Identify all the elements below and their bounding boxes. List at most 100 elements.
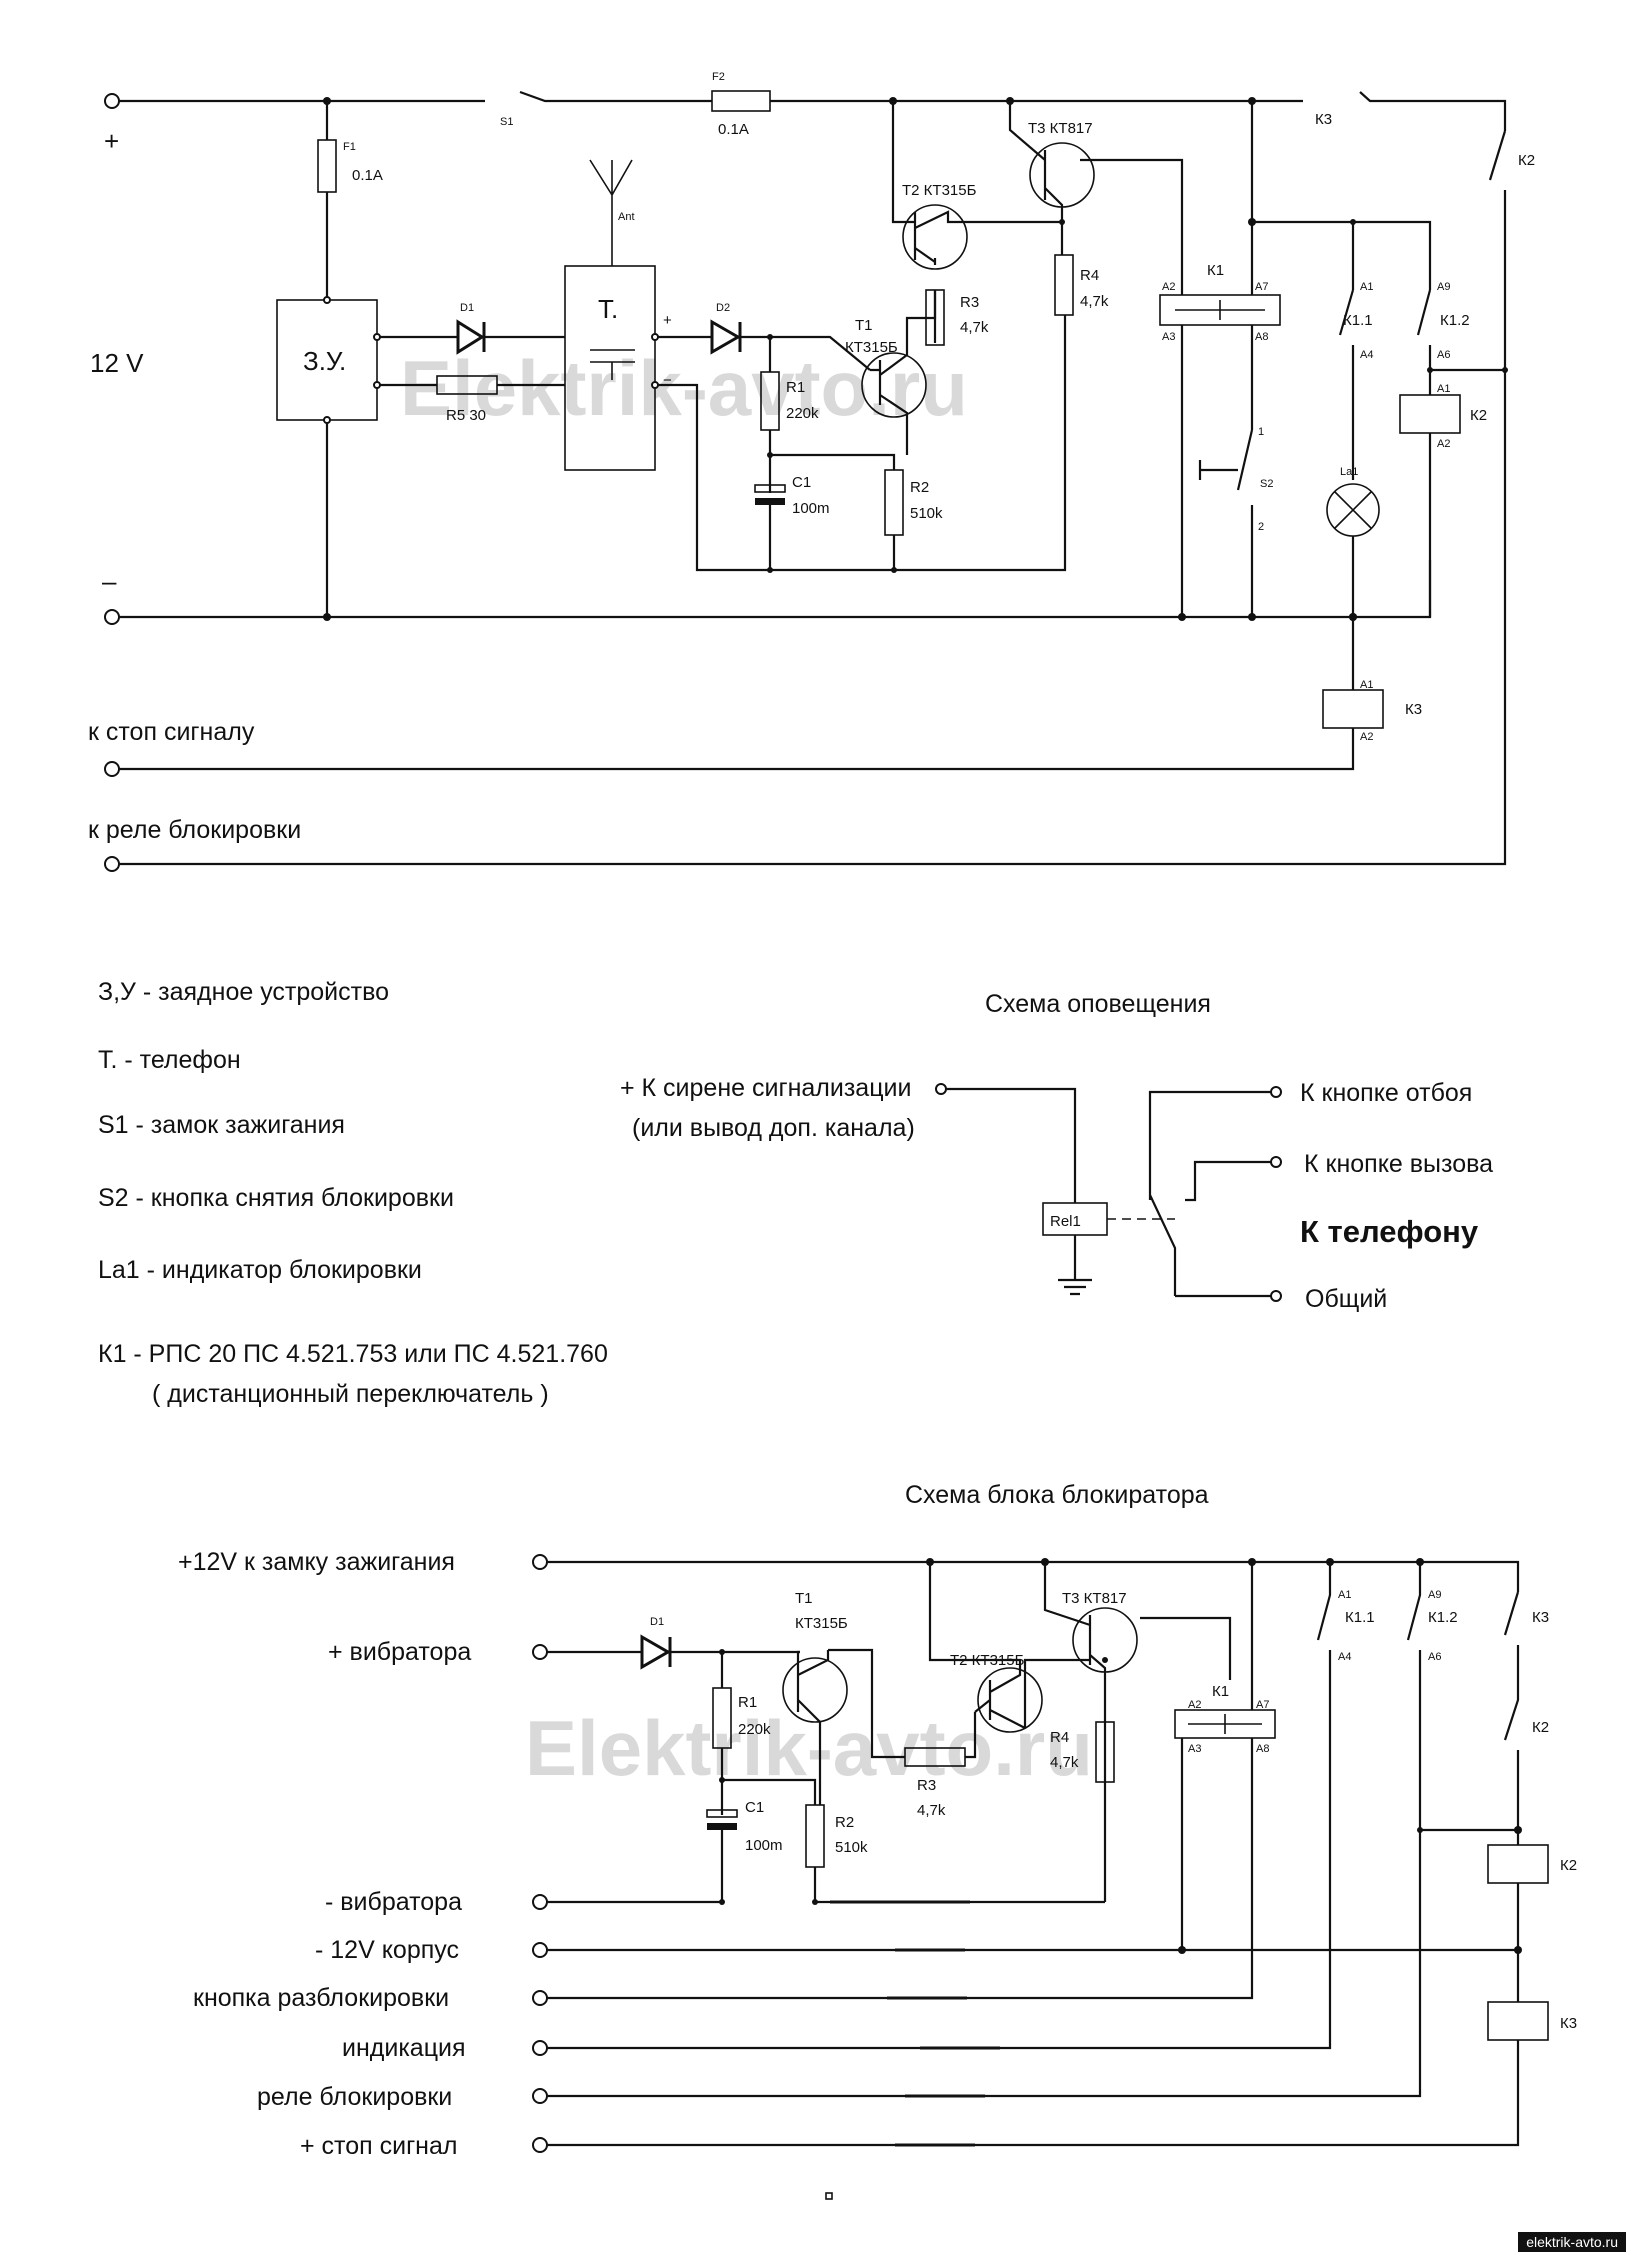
diode-d1 <box>640 1634 672 1670</box>
terminal-label: индикация <box>342 2034 466 2062</box>
contact-k12 <box>547 1562 1518 2098</box>
legend-item: К1 - РПС 20 ПС 4.521.753 или ПС 4.521.76… <box>98 1340 608 1368</box>
k1-a3: A3 <box>1188 1743 1201 1755</box>
k1-a8: A8 <box>1256 1743 1269 1755</box>
r5-label: R5 30 <box>446 407 486 424</box>
r1-value: 220k <box>786 405 819 422</box>
junction <box>1350 219 1356 225</box>
minus-return <box>658 315 1067 572</box>
r2-label: R2 <box>910 479 929 496</box>
r4-label: R4 <box>1050 1729 1069 1746</box>
r3-to-t2 <box>965 1712 977 1759</box>
k3-a1: A1 <box>1360 679 1373 691</box>
k3-a2: A2 <box>1360 731 1373 743</box>
terminal <box>532 1554 548 1570</box>
s2-label: S2 <box>1260 478 1273 490</box>
relay-k1 <box>1159 294 1281 326</box>
junction <box>1427 367 1433 373</box>
capacitor-c1-plate-neg <box>707 1823 737 1830</box>
relay-k2-coil <box>1487 1844 1549 1884</box>
r1-label: R1 <box>738 1694 757 1711</box>
phone-heading: К телефону <box>1300 1214 1479 1249</box>
k1-internal <box>1175 300 1265 320</box>
t3-leads <box>1023 1562 1232 1728</box>
small-marker <box>825 2192 833 2200</box>
resistor-r2 <box>805 1804 825 1868</box>
blocker-circuit: Схема блока блокиратора +12V к замку заж… <box>178 1481 1577 2200</box>
pin <box>373 333 381 341</box>
k11-a1: A1 <box>1338 1589 1351 1601</box>
capacitor-c1-plate-neg <box>755 498 785 505</box>
stop-wire <box>547 2040 1520 2147</box>
terminal <box>532 1990 548 2006</box>
junction <box>1102 1657 1108 1663</box>
k3-coil-label: К3 <box>1405 701 1422 718</box>
resistor-r1 <box>712 1687 732 1749</box>
r4-value: 4,7k <box>1080 293 1109 310</box>
capacitor-c1-plate <box>706 1809 738 1818</box>
phone-label: Т. <box>598 294 618 324</box>
relay-k3-coil <box>1487 2001 1549 2041</box>
r4-value: 4,7k <box>1050 1754 1079 1771</box>
k1-a2: A2 <box>1188 1699 1201 1711</box>
junction <box>1178 1946 1186 1954</box>
minus-sign: – <box>102 566 117 596</box>
fuse-f2 <box>711 90 771 112</box>
r2-value: 510k <box>835 1839 868 1856</box>
legend-item: La1 - индикатор блокировки <box>98 1256 422 1284</box>
lamp-cross <box>1334 491 1372 529</box>
k11-label: К1.1 <box>1343 312 1373 329</box>
k1-label: К1 <box>1212 1683 1229 1700</box>
k1-contacts-bus <box>1252 220 1432 290</box>
resistor-r4 <box>1054 254 1074 316</box>
positive-rail <box>119 90 1507 131</box>
pin <box>651 381 659 389</box>
voltage-label: 12 V <box>90 348 144 378</box>
k12-a9: A9 <box>1428 1589 1441 1601</box>
terminal <box>532 2040 548 2056</box>
k12-label: К1.2 <box>1428 1609 1458 1626</box>
terminal <box>532 2088 548 2104</box>
out1-label: К кнопке отбоя <box>1300 1079 1472 1107</box>
r3-value: 4,7k <box>917 1802 946 1819</box>
r1-value: 220k <box>738 1721 771 1738</box>
k11-a4: A4 <box>1338 1651 1351 1663</box>
c1-value: 100m <box>792 500 830 517</box>
k1-label: К1 <box>1207 262 1224 279</box>
t1-type: КТ315Б <box>795 1615 848 1632</box>
k11-a4: A4 <box>1360 349 1373 361</box>
k1-wires <box>547 1562 1254 2000</box>
s1-label: S1 <box>500 116 513 128</box>
transistor-t1 <box>782 1657 848 1723</box>
d1-label: D1 <box>460 302 474 314</box>
c1-label: C1 <box>745 1799 764 1816</box>
terminal-label: +12V к замку зажигания <box>178 1548 455 1576</box>
t3-leads <box>1008 101 1184 295</box>
plus-sign: + <box>104 126 119 156</box>
k12-a9: A9 <box>1437 281 1450 293</box>
resistor-r5 <box>436 375 498 395</box>
changeover-contact <box>1148 1090 1272 1298</box>
t1-collector-wire <box>828 1648 905 1759</box>
transistor-t1 <box>861 352 927 418</box>
to-stop-label: к стоп сигналу <box>88 718 255 746</box>
r4-label: R4 <box>1080 267 1099 284</box>
relay-k3-coil <box>1322 689 1384 729</box>
resistor-r1 <box>760 371 780 431</box>
k2-contact <box>119 130 1507 866</box>
junction <box>812 1899 818 1905</box>
k1-a3: A3 <box>1162 331 1175 343</box>
f1-label: F1 <box>343 141 356 153</box>
t3-label: T3 КТ817 <box>1062 1590 1127 1607</box>
junction <box>1059 219 1065 225</box>
terminal-label: кнопка разблокировки <box>193 1984 449 2012</box>
junction <box>1349 613 1357 621</box>
k2-contact-label: К2 <box>1532 1719 1549 1736</box>
k3-coil-label: К3 <box>1560 2015 1577 2032</box>
plus-terminal <box>104 93 120 109</box>
notify-title: Схема оповещения <box>985 990 1211 1018</box>
d2-label: D2 <box>716 302 730 314</box>
minus-terminal <box>104 609 120 625</box>
f2-label: F2 <box>712 71 725 83</box>
junction <box>1514 1826 1522 1834</box>
